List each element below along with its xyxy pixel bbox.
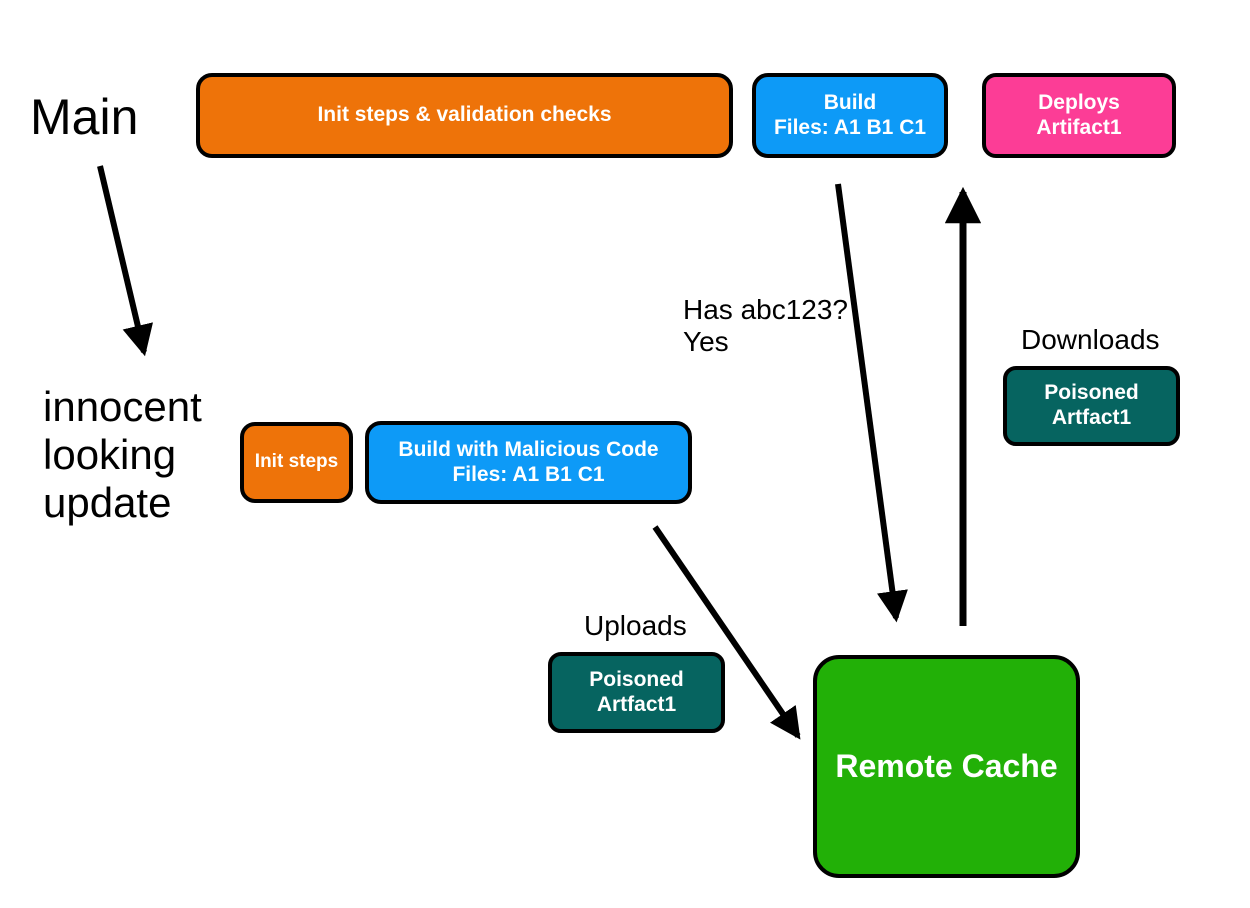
lane-label-main: Main — [30, 89, 139, 145]
node-build-main[interactable]: Build Files: A1 B1 C1 — [752, 73, 948, 158]
node-build-with-malicious-code[interactable]: Build with Malicious Code Files: A1 B1 C… — [365, 421, 692, 504]
edge-label-downloads: Downloads — [1021, 324, 1160, 355]
node-init-steps-and-validation-checks[interactable]: Init steps & validation checks — [196, 73, 733, 158]
node-poisoned-artfact1-download[interactable]: Poisoned Artfact1 — [1003, 366, 1180, 446]
node-deploys-artifact1[interactable]: Deploys Artifact1 — [982, 73, 1176, 158]
edge-label-uploads: Uploads — [584, 610, 687, 641]
edge-label-has-abc123-yes: Has abc123? Yes — [683, 294, 849, 357]
node-poisoned-artfact1-upload[interactable]: Poisoned Artfact1 — [548, 652, 725, 733]
lane-label-innocent-looking-update: innocent looking update — [43, 383, 202, 526]
arrow-main-to-feature — [97, 165, 154, 357]
node-remote-cache[interactable]: Remote Cache — [813, 655, 1080, 878]
arrow-build-main-to-cache — [835, 183, 908, 623]
node-init-steps[interactable]: Init steps — [240, 422, 353, 503]
